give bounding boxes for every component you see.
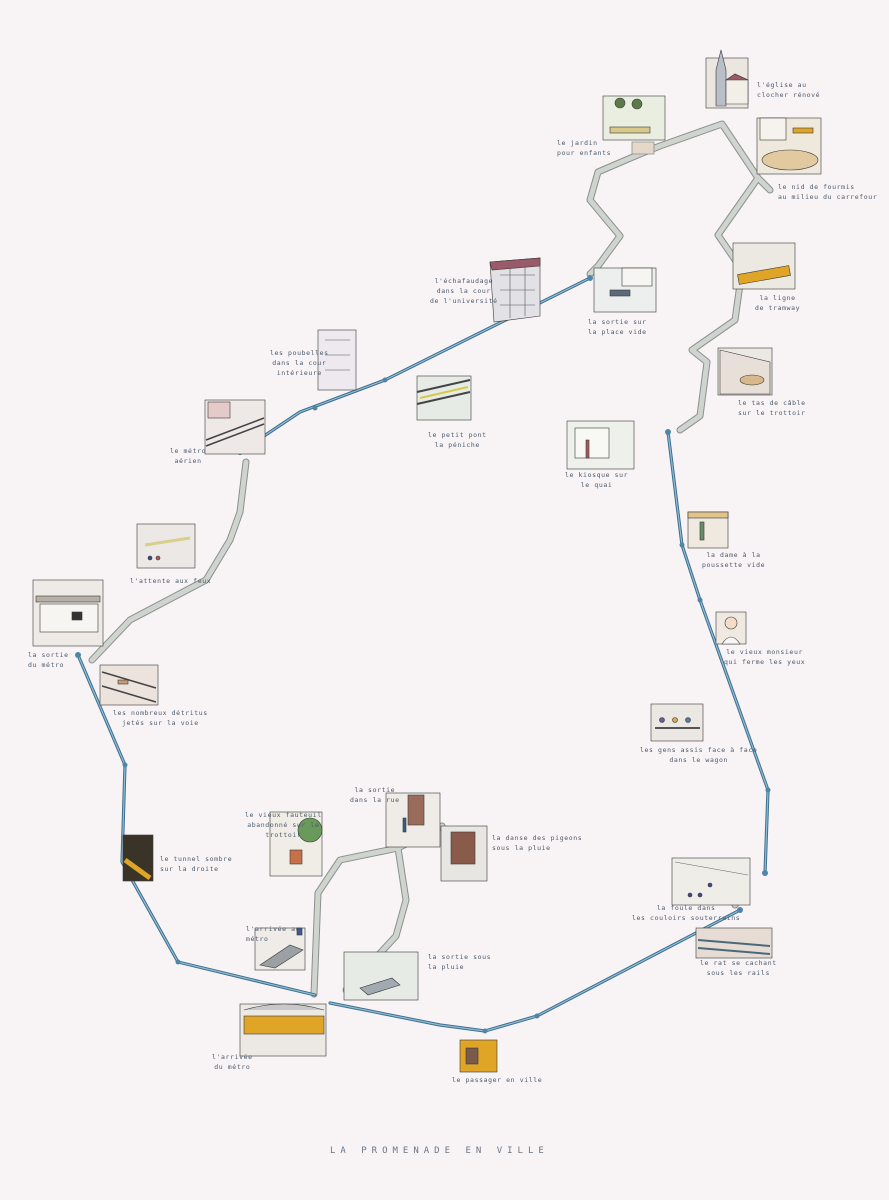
- wagon-passengers-drawing: [650, 703, 704, 742]
- empty-square-drawing: [593, 267, 657, 313]
- metro-exit-drawing: [32, 579, 104, 647]
- stop-label-metro-exit: la sortie du métro: [28, 651, 69, 669]
- bridge-barge-drawing: [416, 375, 472, 421]
- old-man-drawing: [715, 611, 747, 645]
- passenger-drawing: [459, 1039, 498, 1073]
- courtyard-bins-drawing: [317, 329, 357, 391]
- street-exit-drawing: [385, 792, 441, 848]
- stop-label-bins: les poubelles dans la cour intérieure: [270, 349, 329, 377]
- stop-label-litter: les nombreux détritus jetés sur la voie: [113, 709, 208, 727]
- stop-label-tramway: la ligne de tramway: [755, 294, 801, 312]
- stop-label-empty-square: la sortie sur la place vide: [588, 318, 647, 336]
- stop-label-old-man: le vieux monsieur qui ferme les yeux: [724, 648, 806, 666]
- stop-label-stroller: la dame à la poussette vide: [702, 551, 766, 569]
- abandoned-armchair-drawing: [269, 811, 323, 877]
- metro-entrance-drawing: [254, 927, 306, 971]
- scaffolding-drawing: [489, 257, 541, 323]
- pigeons-rain-drawing: [440, 825, 488, 882]
- stop-label-elevated-metro: le métro aérien: [170, 447, 207, 465]
- stop-label-rain-exit: la sortie sous la pluie: [428, 953, 492, 971]
- metro-lines: [75, 275, 771, 1034]
- stop-label-crowd: la foule dans les couloirs souterrains: [632, 904, 741, 922]
- elevated-metro-drawing: [204, 399, 266, 455]
- stop-label-ant-nest: le nid de fourmis au milieu du carrefour: [778, 183, 878, 201]
- artwork-title: LA PROMENADE EN VILLE: [330, 1146, 549, 1156]
- stop-label-passenger: le passager en ville: [452, 1076, 543, 1084]
- dark-tunnel-drawing: [122, 834, 154, 882]
- stop-label-rat: le rat se cachant sous les rails: [700, 959, 777, 977]
- stop-label-street-exit: la sortie dans la rue: [350, 786, 400, 804]
- stop-label-church: l'église au clocher rénové: [757, 81, 821, 99]
- stroller-lady-drawing: [687, 511, 729, 549]
- stop-label-metro-arrival: l'arrivée du métro: [212, 1053, 253, 1071]
- rain-exit-drawing: [343, 951, 419, 1001]
- stop-label-kiosk: le kiosque sur le quai: [565, 471, 629, 489]
- stop-label-traffic-lights: l'attente aux feux: [130, 577, 212, 585]
- metro-arrival-drawing: [239, 1003, 327, 1057]
- tramway-drawing: [732, 242, 796, 290]
- litter-tracks-drawing: [99, 664, 159, 706]
- rat-rails-drawing: [695, 927, 773, 959]
- stop-label-tunnel: le tunnel sombre sur la droite: [160, 855, 233, 873]
- stop-label-cable: le tas de câble sur le trottoir: [738, 399, 806, 417]
- vignettes: [32, 49, 822, 1073]
- underground-crowd-drawing: [671, 857, 751, 906]
- stop-label-wagon: les gens assis face à face dans le wagon: [640, 746, 758, 764]
- kiosk-drawing: [566, 420, 635, 470]
- stop-label-pigeons: la danse des pigeons sous la pluie: [492, 834, 583, 852]
- cable-pile-drawing: [717, 347, 773, 396]
- stop-label-playground: le jardin pour enfants: [557, 139, 612, 157]
- stop-label-bridge: le petit pont la péniche: [428, 431, 487, 449]
- stop-label-scaffolding: l'échafaudage dans la cour de l'universi…: [430, 277, 498, 305]
- church-drawing: [705, 49, 749, 109]
- stop-label-metro-entrance: l'arrivée au métro: [246, 925, 301, 943]
- ant-nest-crossroads-drawing: [756, 117, 822, 175]
- playground-drawing: [602, 95, 666, 141]
- traffic-lights-wait-drawing: [136, 523, 196, 569]
- stop-label-armchair: le vieux fauteuil abandonné sur le trott…: [245, 811, 322, 839]
